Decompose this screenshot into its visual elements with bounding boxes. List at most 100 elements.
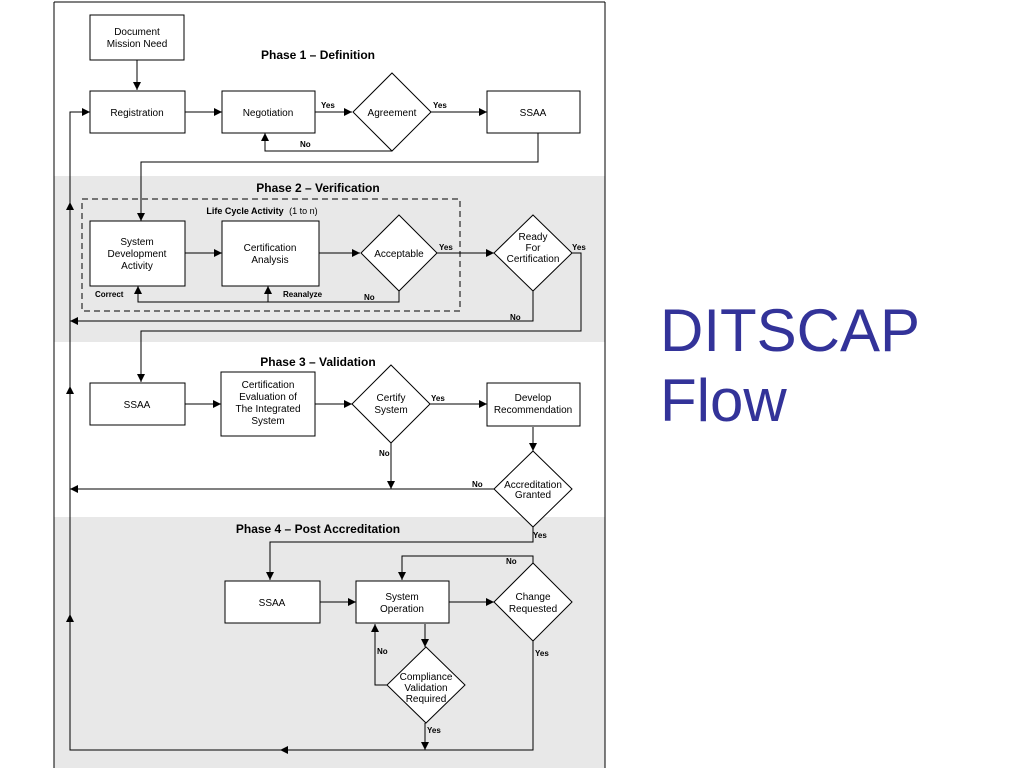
arrow-left <box>280 746 288 754</box>
arrow-down <box>266 572 274 580</box>
arrow-left <box>70 317 78 325</box>
label-no: No <box>300 140 311 149</box>
svg-text:System: System <box>374 405 407 416</box>
phase-4-title: Phase 4 – Post Accreditation <box>236 522 400 536</box>
arrow-down <box>133 82 141 90</box>
arrow-right <box>479 108 487 116</box>
decision-compliance-validation-required: Compliance Validation Required <box>386 646 466 724</box>
svg-text:System: System <box>385 592 418 603</box>
arrow-down <box>529 443 537 451</box>
phase-4-band <box>54 517 605 768</box>
arrow-down <box>137 374 145 382</box>
label-yes: Yes <box>535 649 549 658</box>
label-no: No <box>506 557 517 566</box>
phase-2-title: Phase 2 – Verification <box>256 181 379 195</box>
decision-ready-for-certification: Ready For Certification <box>493 214 573 292</box>
svg-text:Negotiation: Negotiation <box>243 108 294 119</box>
svg-text:Agreement: Agreement <box>368 108 417 119</box>
slide-title: DITSCAP Flow <box>660 296 920 436</box>
arrow-down <box>421 742 429 750</box>
label-yes: Yes <box>321 101 335 110</box>
arrow-right <box>348 598 356 606</box>
decision-certify-system: Certify System <box>351 364 431 444</box>
svg-text:SSAA: SSAA <box>259 598 286 609</box>
svg-text:System: System <box>120 237 153 248</box>
phase-3-title: Phase 3 – Validation <box>260 355 375 369</box>
svg-text:Accreditation: Accreditation <box>504 480 562 491</box>
label-yes: Yes <box>431 394 445 403</box>
arrow-up <box>264 286 272 294</box>
arrow-up <box>261 133 269 141</box>
slide-title-line-2: Flow <box>660 367 787 434</box>
node-develop-recommendation: Develop Recommendation <box>486 382 581 427</box>
arrow-right <box>214 249 222 257</box>
arrow-right <box>344 400 352 408</box>
svg-text:Required: Required <box>406 694 447 705</box>
svg-text:Analysis: Analysis <box>251 255 288 266</box>
change-no-loop <box>401 555 534 580</box>
phase-1-title: Phase 1 – Definition <box>261 48 375 62</box>
ssaa-to-phase2 <box>140 133 539 221</box>
svg-text:Activity: Activity <box>121 261 153 272</box>
svg-text:Registration: Registration <box>110 108 163 119</box>
decision-agreement: Agreement <box>352 72 432 152</box>
node-ssaa-phase4: SSAA <box>224 580 321 624</box>
accred-yes-to-phase4 <box>269 527 534 580</box>
svg-text:Recommendation: Recommendation <box>494 405 572 416</box>
slide-title-line-1: DITSCAP <box>660 297 921 364</box>
arrow-right <box>344 108 352 116</box>
label-correct: Correct <box>95 290 124 299</box>
arrow-down <box>398 572 406 580</box>
svg-text:Certify: Certify <box>377 393 406 404</box>
arrow-left <box>70 485 78 493</box>
ready-yes-to-phase3 <box>140 252 582 382</box>
node-registration: Registration <box>89 90 186 134</box>
node-certification-analysis: Certification Analysis <box>221 220 320 287</box>
node-ssaa-phase2: SSAA <box>89 382 186 426</box>
arrow-up <box>66 386 74 394</box>
decision-acceptable: Acceptable <box>360 214 438 292</box>
node-system-operation: System Operation <box>355 580 450 624</box>
arrow-right <box>479 400 487 408</box>
arrow-up <box>134 286 142 294</box>
svg-text:Validation: Validation <box>404 683 447 694</box>
svg-text:Certification: Certification <box>242 380 295 391</box>
svg-text:SSAA: SSAA <box>124 400 151 411</box>
label-no: No <box>472 480 483 489</box>
ready-no-loop <box>70 291 534 322</box>
arrow-down <box>421 639 429 647</box>
label-yes: Yes <box>533 531 547 540</box>
label-no: No <box>510 313 521 322</box>
svg-text:SSAA: SSAA <box>520 108 547 119</box>
node-document-mission-need: Document Mission Need <box>89 14 185 61</box>
arrow-down <box>387 481 395 489</box>
label-yes: Yes <box>427 726 441 735</box>
svg-text:Change: Change <box>515 592 550 603</box>
lifecycle-label: Life Cycle Activity (1 to n) <box>206 206 317 216</box>
node-negotiation: Negotiation <box>221 90 316 134</box>
arrow-right <box>352 249 360 257</box>
svg-text:Evaluation of: Evaluation of <box>239 392 297 403</box>
node-system-development-activity: System Development Activity <box>89 220 186 287</box>
svg-text:Certification: Certification <box>507 254 560 265</box>
lifecycle-group <box>81 198 461 312</box>
svg-text:Acceptable: Acceptable <box>374 249 424 260</box>
edge-labels: Yes Yes No Yes Yes Correct Reanalyze No … <box>95 101 586 735</box>
decision-change-requested: Change Requested <box>493 562 573 642</box>
return-main-line <box>69 111 425 751</box>
label-no: No <box>364 293 375 302</box>
svg-text:Develop: Develop <box>515 393 552 404</box>
node-certification-evaluation: Certification Evaluation of The Integrat… <box>220 371 316 437</box>
label-no: No <box>377 647 388 656</box>
compliance-no-loop <box>374 624 387 686</box>
arrow-right <box>214 108 222 116</box>
node-ssaa-phase1: SSAA <box>486 90 581 134</box>
arrow-right <box>82 108 90 116</box>
svg-text:Ready: Ready <box>519 232 548 243</box>
arrow-right <box>486 249 494 257</box>
arrow-right <box>213 400 221 408</box>
svg-text:Mission Need: Mission Need <box>107 39 168 50</box>
svg-text:Requested: Requested <box>509 604 557 615</box>
label-reanalyze: Reanalyze <box>283 290 323 299</box>
